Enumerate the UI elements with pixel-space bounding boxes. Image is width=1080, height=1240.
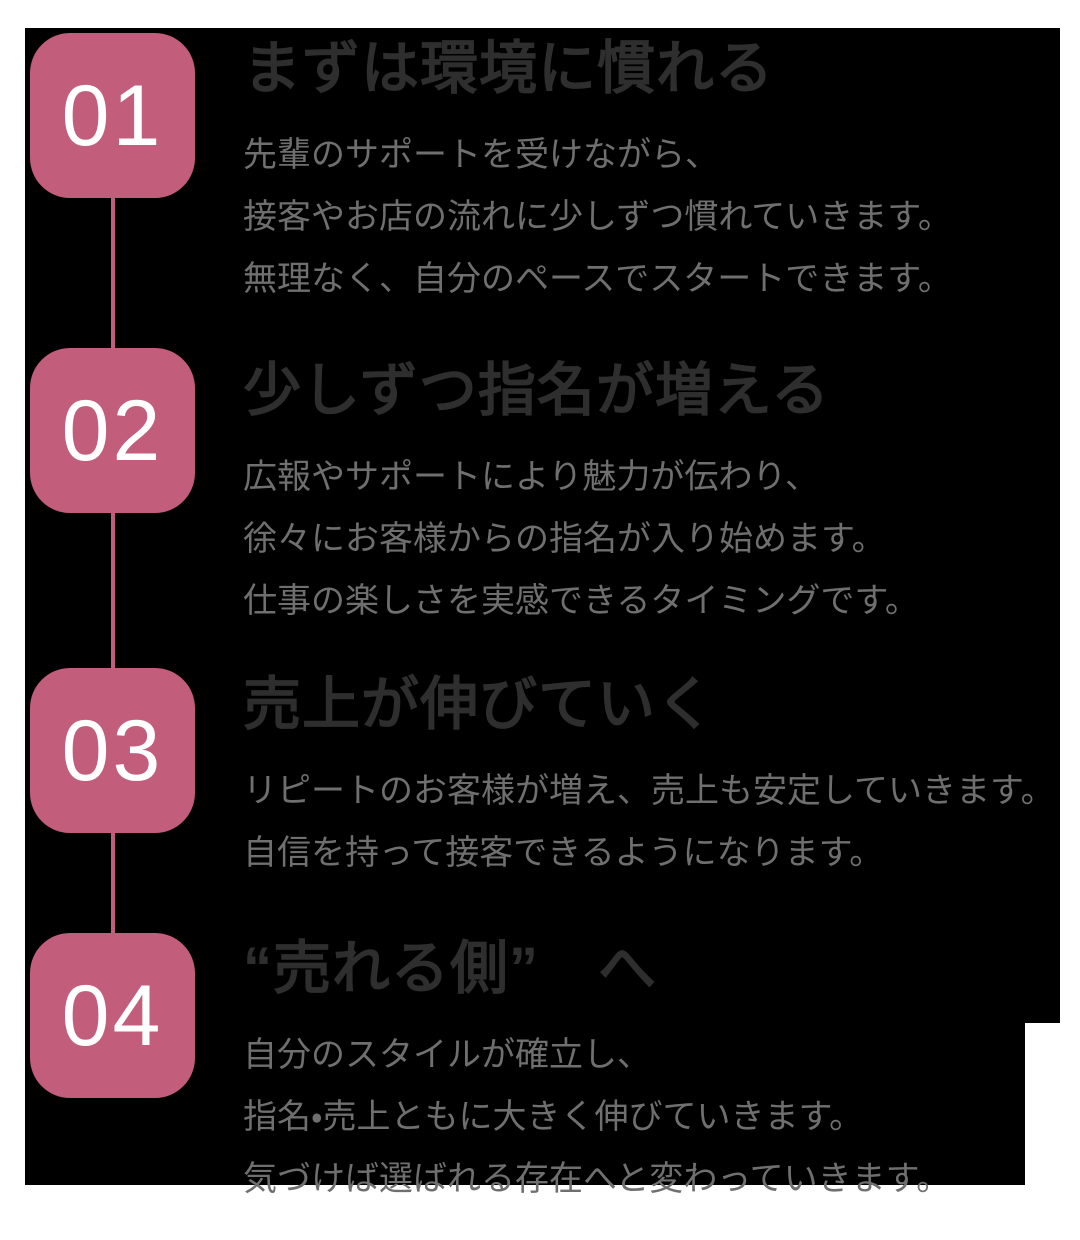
timeline-connector-line (111, 115, 115, 1015)
step-03-description: リピートのお客様が増え、売上も安定していきます。 自信を持って接客できるようにな… (243, 760, 1073, 884)
step-03-content: 売上が伸びていく リピートのお客様が増え、売上も安定していきます。 自信を持って… (243, 674, 1073, 884)
step-01-badge: 01 (30, 33, 195, 198)
step-01-title: まずは環境に慣れる (243, 36, 775, 101)
step-02-line: 広報やサポートにより魅力が伝わり、 (243, 458, 819, 496)
step-01-number: 01 (61, 67, 164, 164)
step-04-title: “売れる側” へ (243, 936, 658, 1001)
step-04-line: 自分のスタイルが確立し、 (243, 1036, 651, 1074)
step-04-number: 04 (61, 967, 164, 1064)
step-04-line: 気づけば選ばれる存在へと変わっていきます。 (243, 1160, 951, 1198)
step-04-line: 指名・売上ともに大きく伸びていきます。 (243, 1098, 864, 1136)
step-02-title: 少しずつ指名が増える (243, 358, 831, 423)
step-01-line: 接客やお店の流れに少しずつ慣れていきます。 (243, 198, 952, 236)
step-03-badge: 03 (30, 668, 195, 833)
step-03-number: 03 (61, 702, 164, 799)
step-04-content: “売れる側” へ 自分のスタイルが確立し、 指名・売上ともに大きく伸びていきます… (243, 938, 1073, 1210)
step-04-description: 自分のスタイルが確立し、 指名・売上ともに大きく伸びていきます。 気づけば選ばれ… (243, 1024, 1073, 1210)
step-02-number: 02 (61, 382, 164, 479)
black-panel-upper (25, 28, 1060, 1023)
step-02-badge: 02 (30, 348, 195, 513)
step-02-line: 仕事の楽しさを実感できるタイミングです。 (243, 582, 919, 620)
step-04-badge: 04 (30, 933, 195, 1098)
step-01-line: 無理なく、自分のペースでスタートできます。 (243, 260, 952, 298)
step-02-description: 広報やサポートにより魅力が伝わり、 徐々にお客様からの指名が入り始めます。 仕事… (243, 446, 1073, 632)
step-03-title: 売上が伸びていく (243, 672, 716, 737)
step-02-line: 徐々にお客様からの指名が入り始めます。 (243, 520, 886, 558)
step-01-line: 先輩のサポートを受けながら、 (243, 136, 719, 174)
step-01-description: 先輩のサポートを受けながら、 接客やお店の流れに少しずつ慣れていきます。 無理な… (243, 124, 1073, 310)
step-03-line: リピートのお客様が増え、売上も安定していきます。 (243, 772, 1055, 810)
step-03-line: 自信を持って接客できるようになります。 (243, 834, 884, 872)
step-02-content: 少しずつ指名が増える 広報やサポートにより魅力が伝わり、 徐々にお客様からの指名… (243, 360, 1073, 632)
step-01-content: まずは環境に慣れる 先輩のサポートを受けながら、 接客やお店の流れに少しずつ慣れ… (243, 38, 1073, 310)
